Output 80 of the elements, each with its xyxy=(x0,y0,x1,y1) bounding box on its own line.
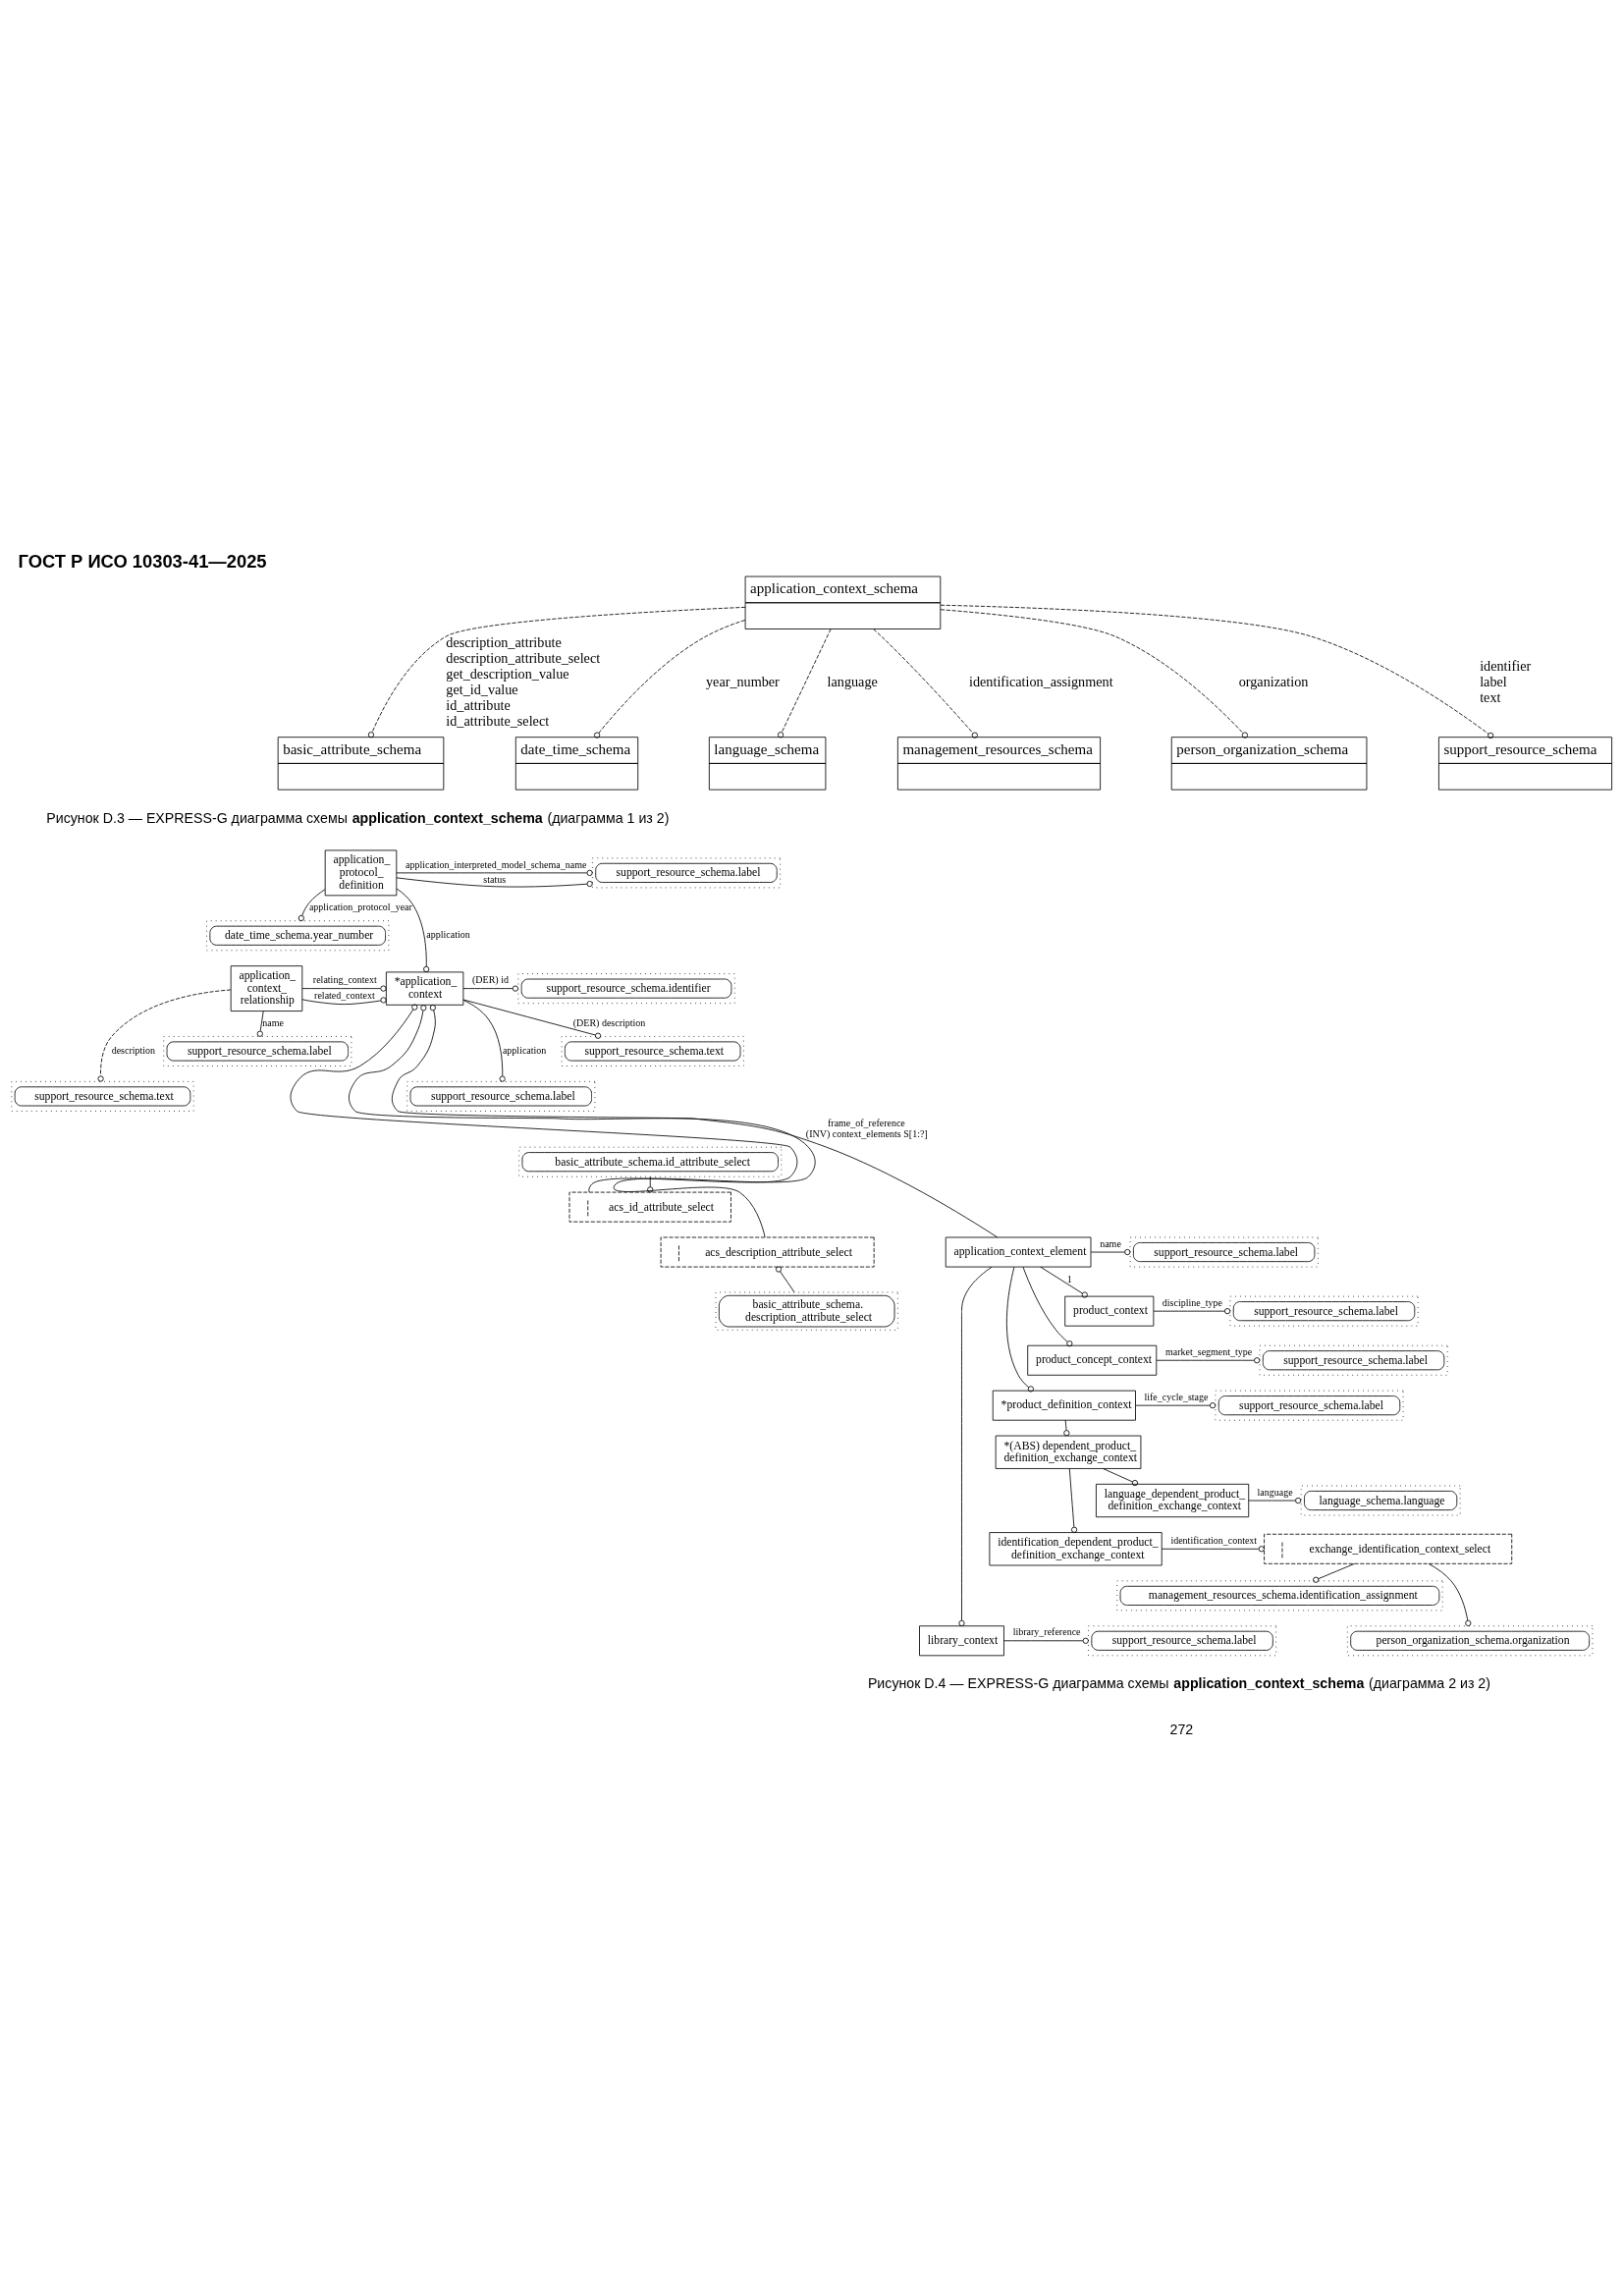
edge-label: identification_assignment xyxy=(969,674,1113,690)
connector xyxy=(1006,1266,1034,1393)
connector xyxy=(298,889,326,922)
connector xyxy=(1068,1468,1078,1533)
connector xyxy=(391,1005,999,1238)
connector xyxy=(462,985,519,992)
connector xyxy=(1156,1357,1261,1364)
edge-label: relating_context xyxy=(312,974,377,986)
label: 272 xyxy=(1169,1722,1194,1738)
edge-label: related_context xyxy=(314,990,375,1002)
connector xyxy=(97,989,232,1082)
edge-label: (DER) id xyxy=(472,974,509,986)
edge-label: frame_of_reference (INV) context_elements S[1:?] xyxy=(805,1117,928,1139)
connector xyxy=(462,1000,506,1082)
edge-label: application_protocol_year xyxy=(308,902,412,913)
connector xyxy=(1090,1248,1131,1256)
connector xyxy=(396,877,593,888)
node-box: *(ABS) dependent_product_ definition_exchange_context xyxy=(995,1435,1142,1469)
connector xyxy=(301,985,387,992)
edge-label: market_segment_type xyxy=(1164,1345,1253,1357)
connector xyxy=(1248,1497,1302,1504)
edge-label: name xyxy=(1100,1237,1121,1249)
edge-label: identification_context xyxy=(1170,1534,1258,1546)
edge-label: life_cycle_stage xyxy=(1144,1391,1209,1402)
connector xyxy=(367,606,746,738)
node-box: application_ context_ relationship xyxy=(230,965,303,1011)
edge-label: discipline_type xyxy=(1162,1296,1222,1308)
connector xyxy=(594,620,746,738)
connector xyxy=(1153,1308,1231,1315)
connector xyxy=(396,869,593,876)
connector xyxy=(1040,1266,1088,1298)
node-box: *product_definition_context xyxy=(992,1390,1136,1421)
edge-label: application_interpreted_model_schema_name xyxy=(406,858,587,870)
edge-label: description_attribute description_attribute_select get_description_value get_id_value id_attribute id_attribute_select xyxy=(446,634,601,729)
edge-label: 1 xyxy=(1066,1273,1072,1285)
node-box: product_concept_context xyxy=(1027,1344,1158,1376)
edge-label: library_reference xyxy=(1012,1626,1081,1638)
connector xyxy=(349,1005,816,1238)
node-box: acs_description_attribute_select xyxy=(660,1236,875,1268)
edge-label: language xyxy=(1257,1486,1293,1498)
connector xyxy=(396,888,430,973)
connector xyxy=(1313,1562,1355,1583)
connector xyxy=(778,629,832,738)
connector xyxy=(1103,1468,1139,1487)
node-box: language_dependent_product_ definition_exchange_context xyxy=(1096,1483,1250,1518)
edge-label: application xyxy=(426,929,470,941)
node-box: exchange_identification_context_select xyxy=(1264,1533,1513,1564)
connector xyxy=(1161,1546,1265,1553)
connector xyxy=(1063,1419,1070,1437)
edge-label: organization xyxy=(1238,674,1309,690)
node-box: acs_id_attribute_select xyxy=(568,1191,731,1223)
diagram-title: ГОСТ Р ИСО 10303-41—2025 xyxy=(18,550,267,572)
connector xyxy=(1022,1266,1073,1347)
node-box: application_ protocol_ definition xyxy=(324,849,398,897)
edge-label: language xyxy=(827,674,878,690)
edge-label: (DER) description xyxy=(572,1017,646,1029)
edge-label: status xyxy=(483,874,507,886)
node-box: application_context_element xyxy=(945,1236,1092,1268)
connector xyxy=(775,1266,795,1293)
connector xyxy=(940,609,1248,738)
connector xyxy=(1135,1402,1217,1409)
edge-label: name xyxy=(262,1017,284,1029)
connector xyxy=(290,1004,798,1193)
node-box: product_context xyxy=(1064,1295,1155,1327)
connector xyxy=(1003,1637,1089,1644)
edge-label: application xyxy=(502,1045,547,1057)
label: Рисунок D.3 — EXPRESS-G диаграмма схемы application_context_schema (диаграмма 1 из 2) xyxy=(46,809,670,826)
connector xyxy=(873,629,978,738)
connector xyxy=(256,1011,264,1037)
connector xyxy=(940,604,1494,739)
connector xyxy=(462,999,602,1039)
edge-label: identifier label text xyxy=(1480,658,1532,705)
node-box: library_context xyxy=(919,1625,1004,1657)
node-box: identification_dependent_product_ definition_exchange_context xyxy=(989,1532,1163,1566)
edge-label: description xyxy=(111,1045,156,1057)
node-box: *application_ context xyxy=(385,971,464,1006)
connector xyxy=(958,1266,993,1626)
edge-label: year_number xyxy=(706,674,780,690)
label: Рисунок D.4 — EXPRESS-G диаграмма схемы application_context_schema (диаграмма 2 из 2) xyxy=(867,1675,1490,1692)
connector xyxy=(301,997,387,1006)
